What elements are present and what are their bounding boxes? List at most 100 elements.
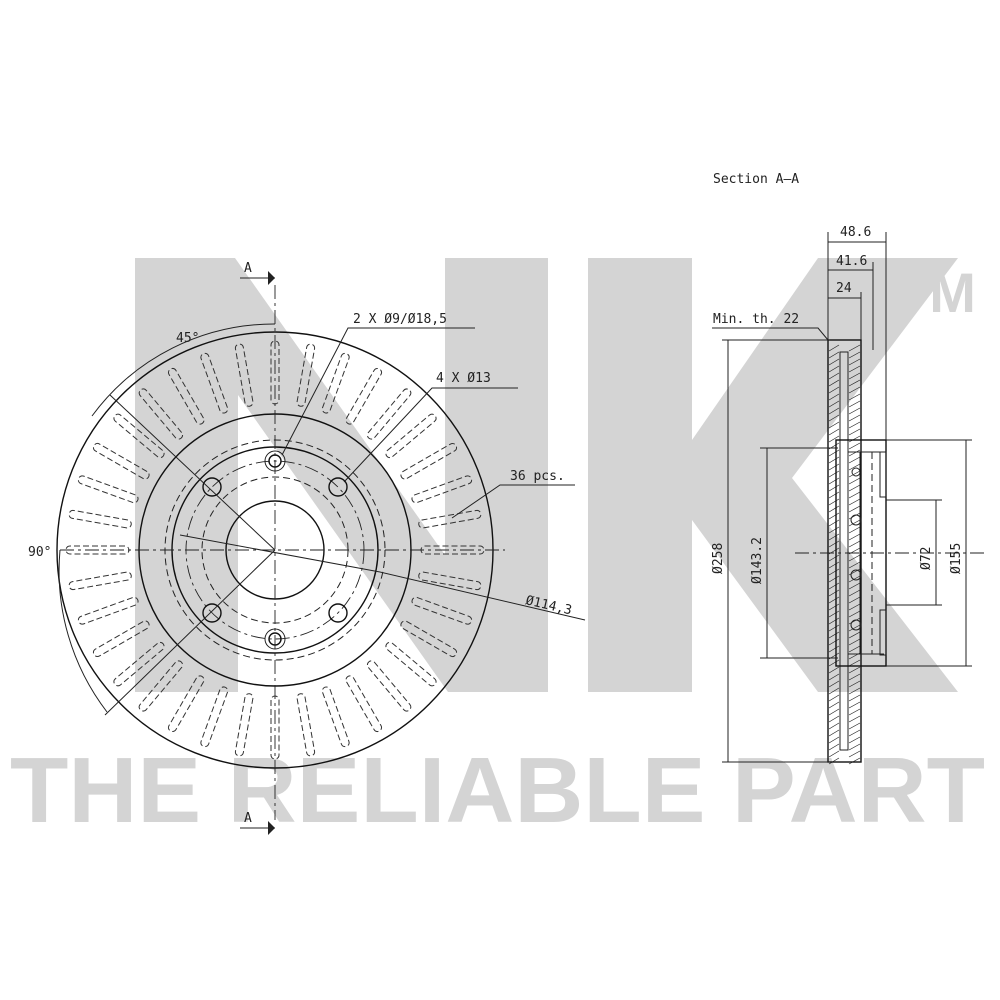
bolt-hole-large: [202, 477, 222, 497]
pcd-leader-cross: [179, 534, 381, 573]
cooling-vane: [234, 693, 254, 757]
section-hatch-line: [828, 589, 840, 597]
small-holes-label: 2 X Ø9/Ø18,5: [353, 312, 447, 327]
bolt-hole-large: [202, 603, 222, 623]
section-hatch-line: [848, 582, 861, 590]
angle-90-label: 90°: [28, 545, 51, 560]
section-hatch-line: [828, 631, 840, 639]
section-hatch-line: [828, 610, 840, 618]
cooling-vane: [366, 660, 412, 712]
section-hatch-line: [828, 491, 840, 499]
bolt-hole-section: [850, 619, 862, 631]
cooling-vane: [385, 413, 437, 459]
section-hatch-line: [828, 435, 840, 443]
large-holes-leader: [343, 387, 518, 483]
width-dimensions: 48.6 41.6 24 Min. th. 22: [712, 225, 887, 440]
section-hatch-line: [848, 554, 861, 562]
section-hatch-line: [828, 736, 840, 744]
section-hatch-line: [848, 470, 861, 478]
angle-45-label: 45°: [176, 331, 199, 346]
section-hatch-line: [828, 372, 840, 380]
section-hatch-line: [848, 519, 861, 527]
section-hatch-line: [848, 743, 861, 751]
section-letter-bottom: A: [244, 811, 252, 826]
section-hatch-line: [848, 750, 861, 758]
section-hatch-line: [828, 757, 840, 765]
section-hatch-line: [848, 708, 861, 716]
section-hatch-line: [828, 393, 840, 401]
cooling-vane: [234, 343, 254, 407]
section-hatch-line: [848, 540, 861, 548]
section-marker-bottom: A: [240, 811, 275, 835]
section-hatch-line: [848, 533, 861, 541]
section-hatch-line: [828, 673, 840, 681]
cooling-vane: [77, 596, 139, 625]
cooling-vanes: [65, 340, 485, 760]
section-hatch-line: [828, 351, 840, 359]
min-thickness-label: Min. th. 22: [713, 312, 799, 327]
section-hatch-line: [828, 407, 840, 415]
section-hatch-line: [828, 596, 840, 604]
section-hatch-line: [848, 610, 861, 618]
section-hatch-line: [848, 722, 861, 730]
section-letter-top: A: [244, 261, 252, 276]
section-hatch-line: [848, 505, 861, 513]
section-hatch-line: [828, 477, 840, 485]
front-view: A A 45° 90° 2 X Ø9/Ø18,5 4 X Ø13 36 pcs.…: [28, 261, 586, 835]
section-title: Section A–A: [713, 172, 799, 187]
section-hatch-line: [848, 736, 861, 744]
cooling-vane: [113, 641, 165, 687]
dia-hub-label: Ø155: [949, 543, 964, 574]
section-hatch-line: [848, 701, 861, 709]
section-hatch-line: [848, 449, 861, 457]
section-hatch-line: [848, 463, 861, 471]
dia-outer-label: Ø258: [711, 543, 726, 574]
section-hatch-line: [828, 568, 840, 576]
cooling-vane: [77, 475, 139, 504]
section-hatch-line: [828, 708, 840, 716]
section-hatch-line: [828, 379, 840, 387]
cooling-vane: [296, 343, 316, 407]
cooling-vane: [418, 571, 482, 591]
section-hatch-line: [848, 561, 861, 569]
section-hatch-line: [848, 393, 861, 401]
section-hatch-line: [828, 421, 840, 429]
section-hatch-line: [848, 358, 861, 366]
section-hatch-line: [828, 428, 840, 436]
section-hatch-line: [848, 414, 861, 422]
cooling-vane: [411, 596, 473, 625]
large-holes-label: 4 X Ø13: [436, 371, 491, 386]
width-total-label: 48.6: [840, 225, 871, 240]
section-hatch-line: [828, 722, 840, 730]
section-hatch-line: [828, 575, 840, 583]
section-hatch-line: [828, 512, 840, 520]
section-hatch-line: [848, 386, 861, 394]
cooling-vane: [296, 693, 316, 757]
section-hatch-line: [848, 659, 861, 667]
cooling-vane: [400, 620, 457, 657]
section-hatch-line: [848, 484, 861, 492]
cooling-vane: [420, 545, 485, 555]
cooling-vane: [65, 545, 130, 555]
cooling-vane: [385, 641, 437, 687]
section-hatch-line: [828, 659, 840, 667]
section-hatch-line: [848, 589, 861, 597]
vane-count-leader: [451, 484, 575, 519]
section-hatch-line: [828, 743, 840, 751]
section-hatch-line: [828, 526, 840, 534]
section-hatch-line: [848, 645, 861, 653]
cooling-vane: [411, 475, 473, 504]
section-hatch-line: [848, 694, 861, 702]
width-disc-label: 24: [836, 281, 852, 296]
section-hatch-line: [848, 575, 861, 583]
section-hatch-line: [828, 680, 840, 688]
section-hatch-line: [848, 631, 861, 639]
section-hatch-line: [848, 673, 861, 681]
bolt-hole-large: [328, 477, 348, 497]
section-hatch-line: [848, 526, 861, 534]
trademark-label: TM: [895, 261, 976, 324]
cooling-vane: [138, 660, 184, 712]
section-hatch-line: [828, 645, 840, 653]
section-hatch-line: [828, 582, 840, 590]
